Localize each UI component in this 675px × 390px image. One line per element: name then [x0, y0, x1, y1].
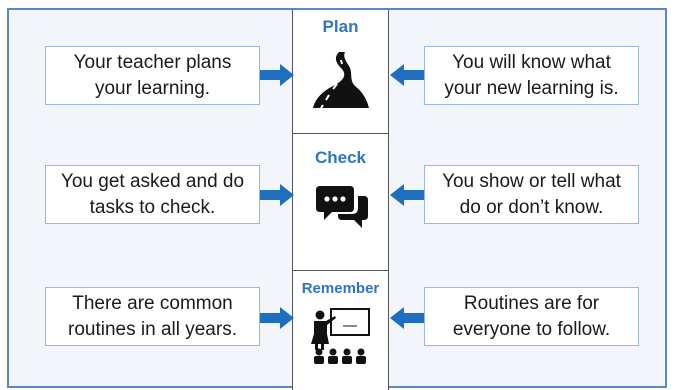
row-divider: [293, 133, 388, 134]
plan-left-box: Your teacher plans your learning.: [45, 46, 260, 105]
arrow-right-icon: [260, 184, 294, 206]
check-right-box: You show or tell what do or don’t know.: [424, 165, 639, 224]
remember-left-box: There are common routines in all years.: [45, 287, 260, 346]
road-icon: [313, 52, 369, 109]
check-left-box: You get asked and do tasks to check.: [45, 165, 260, 224]
center-column: Plan Check Remember: [292, 10, 389, 390]
speech-bubbles-icon: [316, 186, 368, 228]
row-divider: [293, 270, 388, 271]
check-title: Check: [314, 148, 367, 167]
plan-title: Plan: [322, 17, 359, 36]
arrow-left-icon: [390, 184, 424, 206]
arrow-left-icon: [390, 64, 424, 86]
arrow-left-icon: [390, 307, 424, 329]
teacher-class-icon: [311, 308, 370, 364]
arrow-right-icon: [260, 307, 294, 329]
remember-right-box: Routines are for everyone to follow.: [424, 287, 639, 346]
arrow-right-icon: [260, 64, 294, 86]
plan-right-box: You will know what your new learning is.: [424, 46, 639, 105]
remember-title: Remember: [301, 280, 380, 297]
